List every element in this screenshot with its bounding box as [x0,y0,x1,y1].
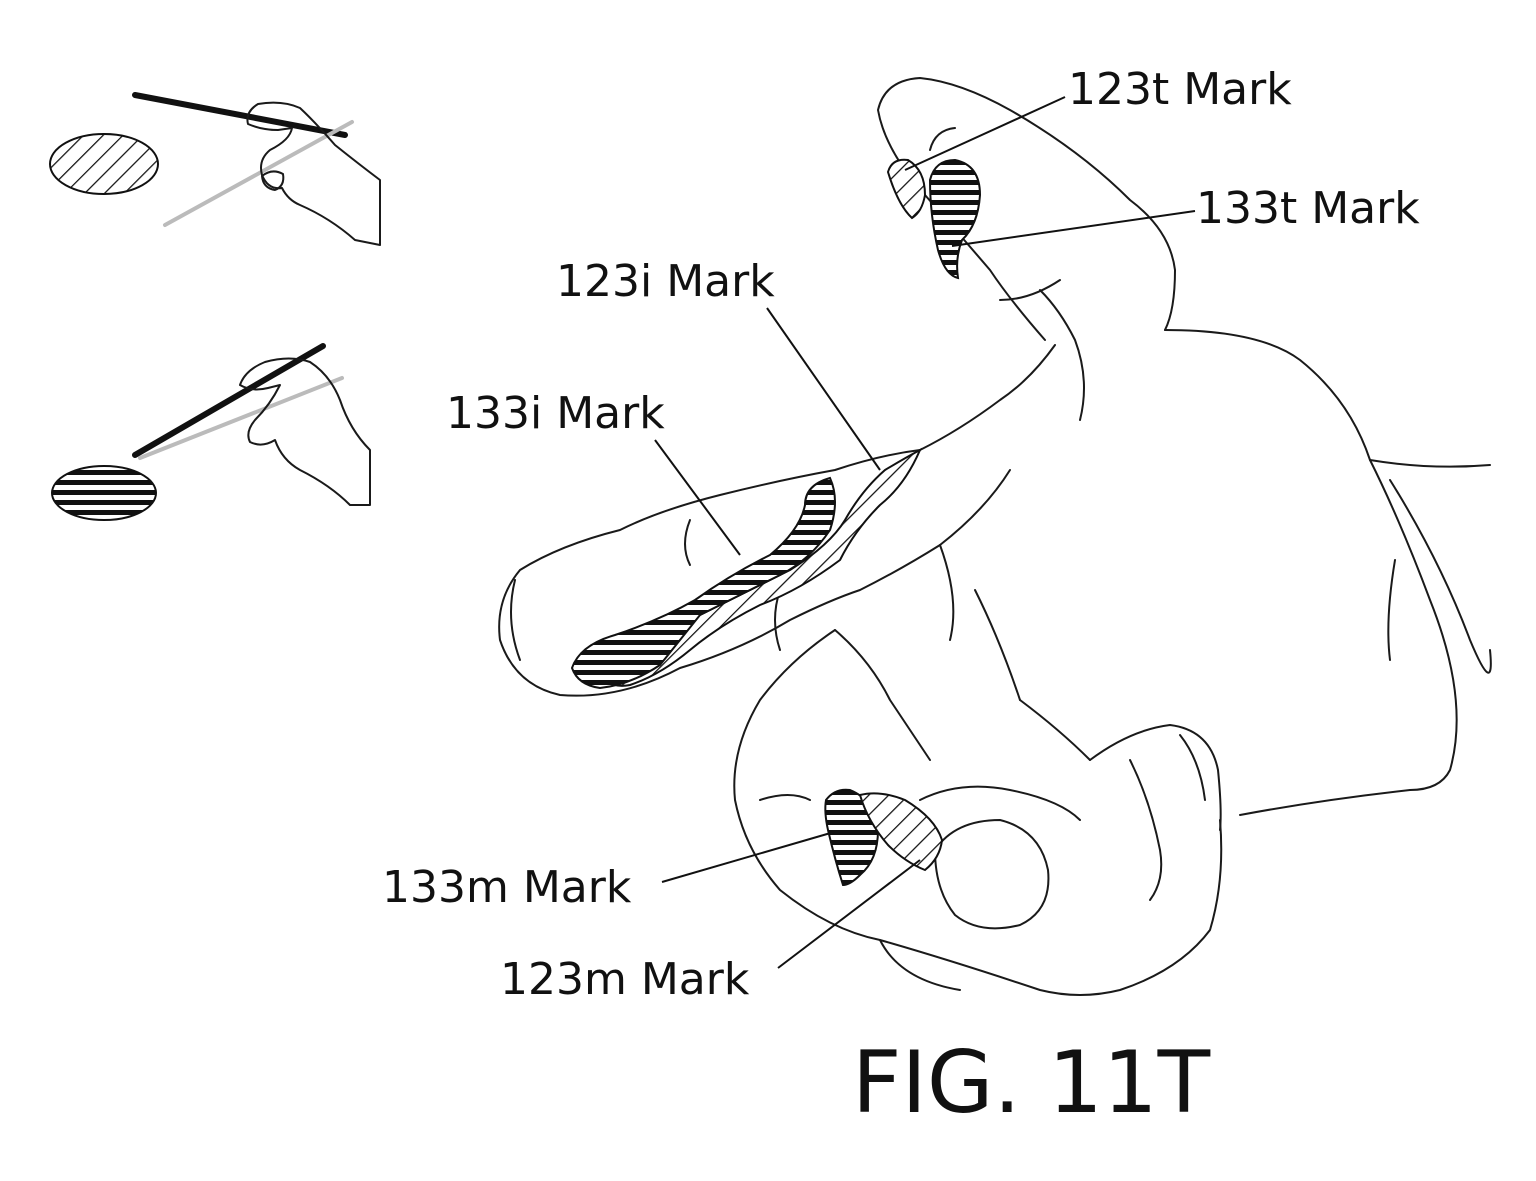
legend-diagonal-swatch [49,133,159,195]
mark-133t-area [928,158,982,280]
hand-outline [498,77,1492,996]
label-133m-mark: 133m Mark [382,862,632,913]
legend-horizontal [51,343,371,521]
mark-123m-area [858,792,944,872]
label-123i-mark: 123i Mark [556,256,775,307]
leader-133i [654,439,741,556]
leader-123m [777,859,921,969]
legend-horizontal-swatch [51,465,157,521]
mark-123t-area [886,158,927,220]
mark-133m-area [824,788,880,887]
chopstick-hand-icon-top [132,92,381,246]
label-123m-mark: 123m Mark [500,954,750,1005]
chopstick-hand-icon-bottom [132,343,371,506]
label-123t-mark: 123t Mark [1068,64,1292,115]
label-133i-mark: 133i Mark [446,388,665,439]
label-133t-mark: 133t Mark [1196,183,1420,234]
leader-133t [951,210,1196,247]
leader-133m [661,831,835,883]
figure-title: FIG. 11T [852,1033,1211,1133]
mark-133i-area [570,476,836,690]
leader-123i [766,307,881,471]
leader-123t [904,96,1066,171]
legend-diagonal [49,92,381,246]
